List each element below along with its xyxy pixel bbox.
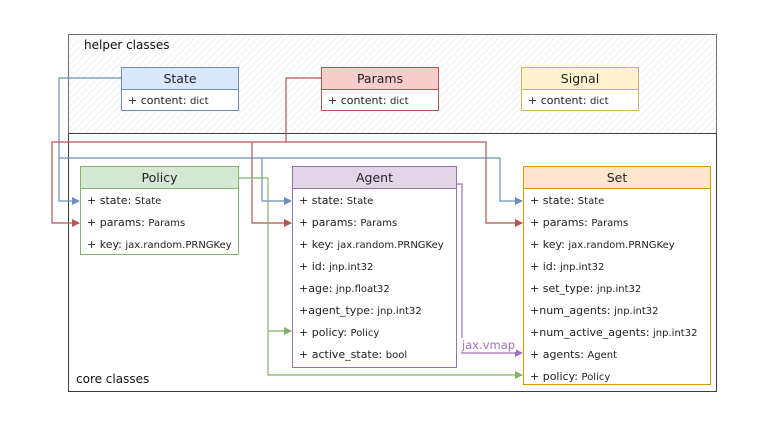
field-type: State	[577, 196, 605, 207]
field-name: +agent_type:	[299, 304, 374, 317]
class-agent-field: + params: Params	[299, 215, 397, 231]
edge-params-to-set	[286, 141, 523, 227]
class-set-field: + set_type: jnp.int32	[530, 281, 641, 297]
field-type: jnp.int32	[559, 262, 605, 273]
core-classes-label: core classes	[76, 372, 150, 386]
class-policy-title: Policy	[81, 167, 238, 189]
field-name: + params:	[87, 216, 145, 229]
field-type: dict	[390, 96, 409, 107]
edge-state-to-agent	[59, 157, 292, 205]
field-name: + key:	[299, 238, 334, 251]
class-agent-field: + id: jnp.int32	[299, 259, 373, 275]
field-type: Policy	[581, 372, 611, 383]
class-set[interactable]: Set + state: State + params: Params + ke…	[523, 166, 711, 385]
class-policy-field: + params: Params	[87, 215, 185, 231]
field-name: + policy:	[299, 326, 348, 339]
field-type: State	[134, 196, 162, 207]
class-agent-field: +age: jnp.float32	[299, 281, 390, 297]
class-set-field: + params: Params	[530, 215, 628, 231]
field-type: jax.random.PRNGKey	[125, 240, 232, 251]
class-signal-field: + content: dict	[528, 93, 609, 109]
field-type: Params	[591, 218, 629, 229]
field-name: + state:	[530, 194, 575, 207]
class-agent-field: + state: State	[299, 193, 373, 209]
edge-params-to-agent	[251, 142, 292, 227]
field-type: jax.random.PRNGKey	[568, 240, 675, 251]
field-type: Policy	[350, 328, 380, 339]
field-type: jnp.int32	[377, 306, 422, 317]
field-name: + state:	[299, 194, 344, 207]
class-params-title: Params	[322, 68, 438, 90]
class-state-field: + content: dict	[128, 93, 209, 109]
class-state-title: State	[122, 68, 238, 90]
vmap-edge-label: jax.vmap	[461, 338, 517, 352]
class-agent-field: + policy: Policy	[299, 325, 379, 341]
class-set-field: + key: jax.random.PRNGKey	[530, 237, 675, 253]
class-policy-field: + state: State	[87, 193, 161, 209]
edge-policy-to-agent	[239, 177, 292, 335]
class-params-field: + content: dict	[328, 93, 409, 109]
field-type: State	[346, 196, 374, 207]
field-name: + content:	[328, 94, 387, 107]
field-name: + agents:	[530, 348, 584, 361]
field-name: + id:	[530, 260, 557, 273]
field-name: + content:	[528, 94, 587, 107]
class-set-field: + state: State	[530, 193, 604, 209]
edge-state-to-set	[262, 157, 523, 205]
class-agent[interactable]: Agent + state: State + params: Params + …	[292, 166, 457, 368]
class-set-field: +num_agents: jnp.int32	[530, 303, 659, 319]
class-signal-title: Signal	[522, 68, 638, 90]
field-type: dict	[190, 96, 209, 107]
edge-state-to-policy	[58, 77, 121, 205]
field-type: jnp.int32	[328, 262, 374, 273]
field-name: +num_active_agents:	[530, 326, 650, 339]
field-name: + key:	[530, 238, 565, 251]
field-type: jax.random.PRNGKey	[337, 240, 444, 251]
edge-params-to-policy	[51, 141, 286, 227]
field-name: + content:	[128, 94, 187, 107]
field-type: jnp.int32	[653, 328, 698, 339]
class-set-field: + id: jnp.int32	[530, 259, 604, 275]
class-agent-field: + active_state: bool	[299, 347, 407, 363]
class-agent-title: Agent	[293, 167, 456, 189]
class-set-title: Set	[524, 167, 710, 189]
field-type: jnp.int32	[596, 284, 642, 295]
class-policy-field: + key: jax.random.PRNGKey	[87, 237, 232, 253]
class-signal[interactable]: Signal + content: dict	[521, 67, 639, 111]
field-name: + id:	[299, 260, 326, 273]
field-name: +num_agents:	[530, 304, 611, 317]
field-type: jnp.int32	[614, 306, 659, 317]
field-type: jnp.float32	[335, 284, 390, 295]
field-type: dict	[590, 96, 609, 107]
field-type: bool	[385, 350, 408, 361]
edge-params-link	[285, 77, 321, 142]
field-name: + params:	[530, 216, 588, 229]
class-set-field: + agents: Agent	[530, 347, 617, 363]
field-name: + policy:	[530, 370, 579, 383]
field-name: +age:	[299, 282, 333, 295]
class-agent-field: + key: jax.random.PRNGKey	[299, 237, 444, 253]
class-params[interactable]: Params + content: dict	[321, 67, 439, 111]
field-type: Params	[360, 218, 398, 229]
edge-agent-vmap-to-set	[457, 183, 523, 357]
class-policy[interactable]: Policy + state: State + params: Params +…	[80, 166, 239, 255]
field-name: + state:	[87, 194, 132, 207]
field-name: + active_state:	[299, 348, 383, 361]
edge-policy-to-set	[267, 331, 523, 379]
class-set-field: + policy: Policy	[530, 369, 610, 385]
field-type: Params	[148, 218, 186, 229]
helper-classes-label: helper classes	[84, 38, 170, 52]
field-name: + params:	[299, 216, 357, 229]
field-name: + key:	[87, 238, 122, 251]
class-set-field: +num_active_agents: jnp.int32	[530, 325, 697, 341]
class-agent-field: +agent_type: jnp.int32	[299, 303, 422, 319]
field-type: Agent	[587, 350, 618, 361]
field-name: + set_type:	[530, 282, 594, 295]
class-state[interactable]: State + content: dict	[121, 67, 239, 111]
